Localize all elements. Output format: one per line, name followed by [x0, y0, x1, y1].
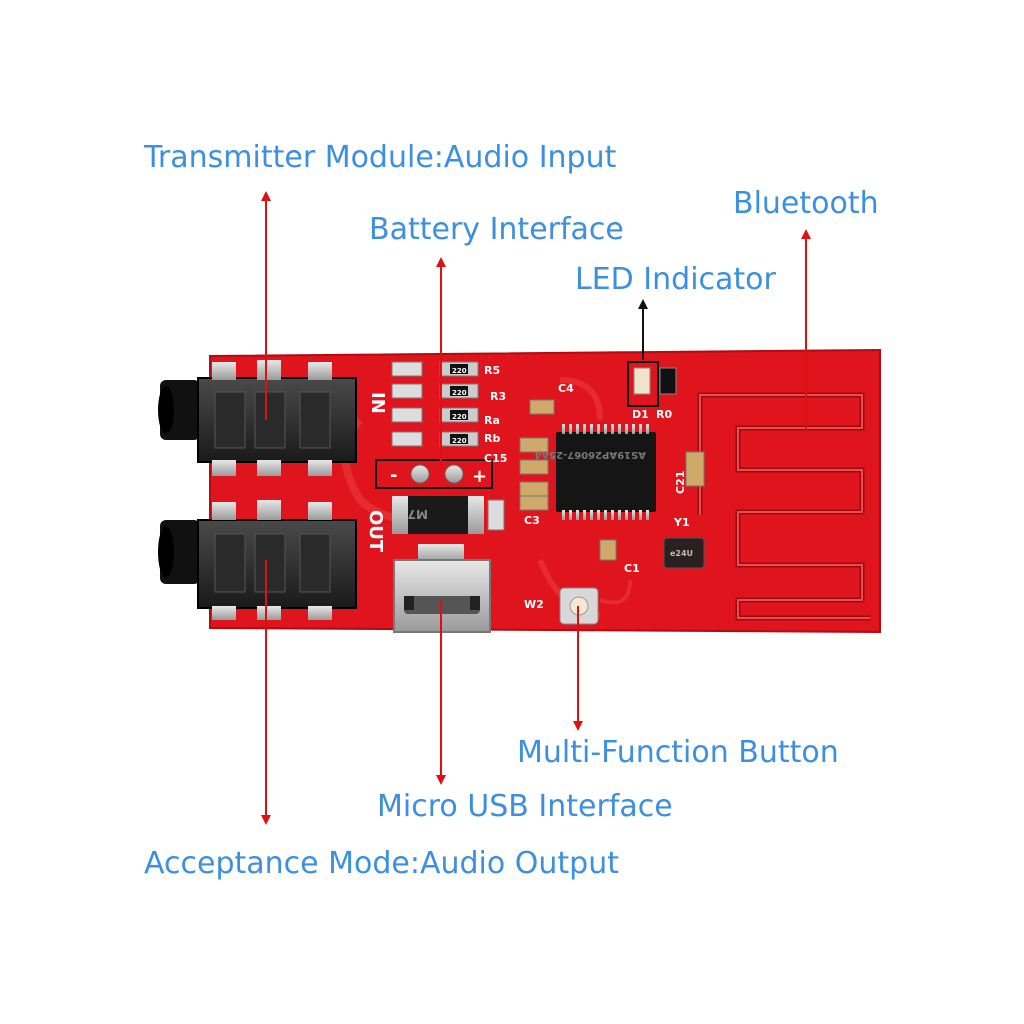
silk-r3: R3 [490, 390, 506, 403]
silk-m7: M7 [408, 507, 428, 521]
silk-r5: R5 [484, 364, 500, 377]
label-led-indicator: LED Indicator [575, 262, 776, 297]
resistor-array: 220 220 220 220 [391, 361, 479, 447]
silk-w2: W2 [524, 598, 544, 611]
silk-c4: C4 [558, 382, 574, 395]
battery-minus: - [390, 465, 397, 486]
silk-res-value-3: 220 [452, 413, 467, 421]
diode-m7: M7 [392, 496, 484, 534]
battery-plus: + [472, 466, 487, 487]
label-multi-function-button: Multi-Function Button [517, 735, 839, 770]
silk-in: IN [367, 392, 388, 414]
silk-c15: C15 [484, 452, 507, 465]
silk-ra: Ra [484, 414, 500, 427]
audio-output-jack [158, 500, 357, 620]
main-chip: AS19AP26067-25A4 [534, 424, 656, 520]
label-micro-usb-interface: Micro USB Interface [377, 789, 673, 824]
label-acceptance-audio-output: Acceptance Mode:Audio Output [144, 846, 619, 881]
silk-d1: D1 [632, 408, 649, 421]
silk-res-value-1: 220 [452, 367, 467, 375]
label-battery-interface: Battery Interface [369, 212, 624, 247]
label-transmitter-audio-input: Transmitter Module:Audio Input [144, 140, 617, 175]
silk-rb: Rb [484, 432, 500, 445]
chip-marking: AS19AP26067-25A4 [534, 449, 646, 460]
silk-c1: C1 [624, 562, 640, 575]
led-indicator: D1 R0 [627, 361, 677, 421]
silk-y1: Y1 [673, 516, 690, 529]
silk-out: OUT [365, 510, 386, 553]
bluetooth-antenna [697, 392, 870, 621]
callout-arrows [261, 191, 811, 825]
silk-r0: R0 [656, 408, 672, 421]
silk-res-value-4: 220 [452, 437, 467, 445]
audio-input-jack [158, 360, 357, 476]
silk-c3: C3 [524, 514, 540, 527]
silk-c21: C21 [674, 471, 687, 494]
silk-res-value-2: 220 [452, 389, 467, 397]
capacitor-group [519, 399, 555, 511]
battery-interface: - + [375, 459, 493, 489]
crystal-marking: e24U [670, 549, 693, 558]
crystal-y1: e24U [663, 537, 705, 569]
label-bluetooth: Bluetooth [733, 186, 879, 221]
